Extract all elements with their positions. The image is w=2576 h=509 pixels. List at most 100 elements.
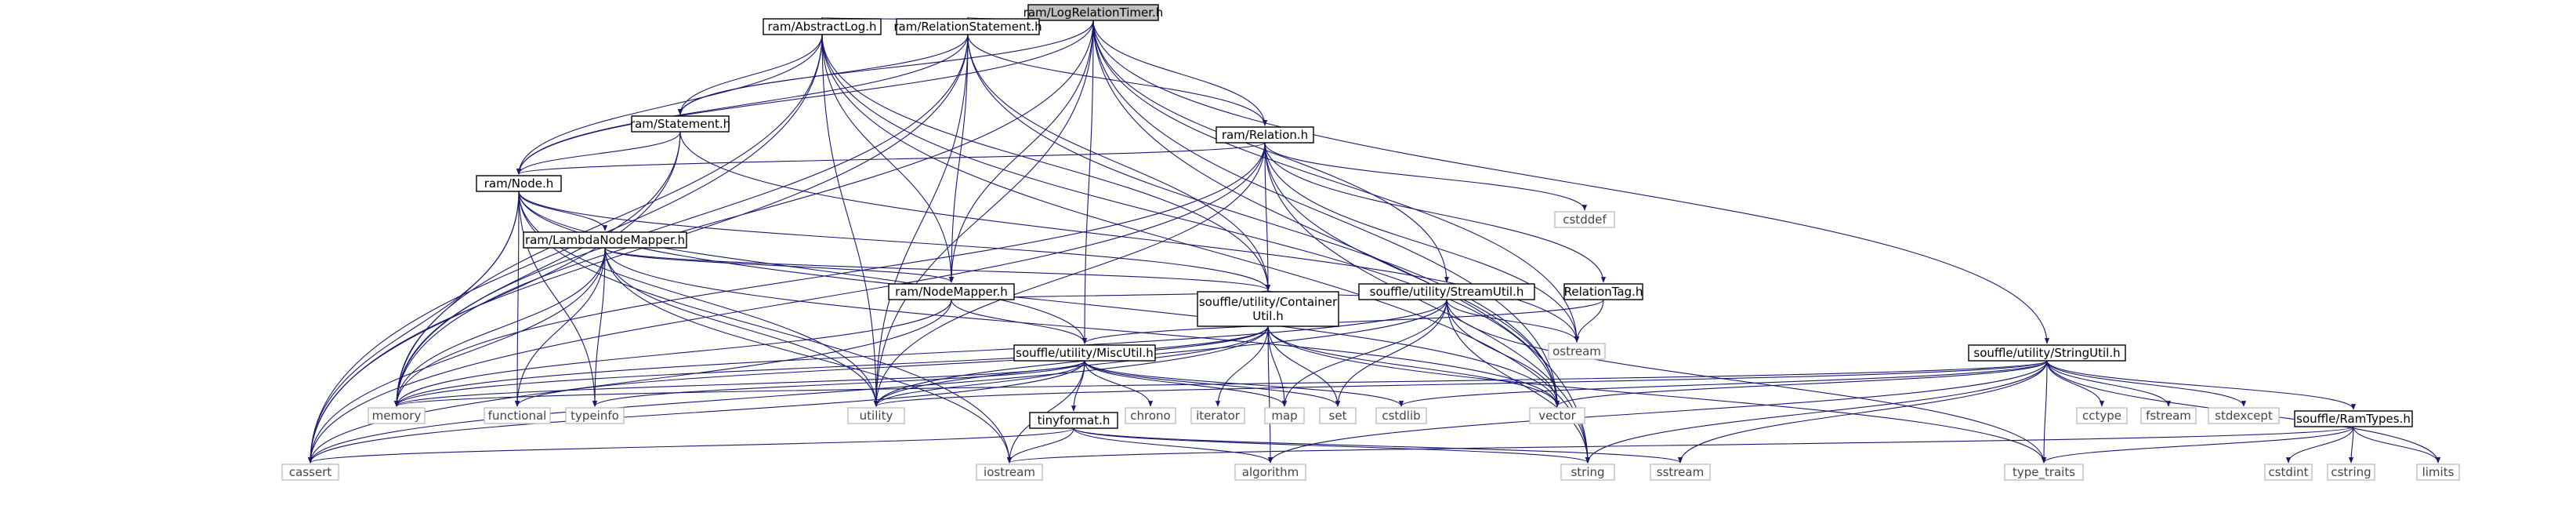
- node-ramtypes[interactable]: souffle/RamTypes.h: [2294, 410, 2413, 427]
- node-label: vector: [1538, 409, 1576, 423]
- include-edge: [1215, 325, 1269, 407]
- include-edge: [592, 360, 1085, 407]
- node-label: Util.h: [1252, 309, 1283, 323]
- include-edge: [677, 34, 823, 115]
- node-label: cctype: [2082, 409, 2121, 423]
- node-cstddef: cstddef: [1554, 211, 1615, 228]
- include-edge: [1006, 427, 1074, 464]
- include-edge: [951, 299, 1088, 344]
- node-box: [763, 18, 882, 35]
- include-edge: [1677, 360, 2048, 464]
- node-chrono: chrono: [1125, 407, 1176, 424]
- include-edge: [873, 34, 969, 407]
- include-edge: [2042, 426, 2354, 464]
- node-box: [1125, 407, 1176, 424]
- include-edge: [874, 360, 2048, 407]
- include-edge: [307, 34, 823, 464]
- include-edge: [821, 34, 1560, 407]
- node-label: souffle/RamTypes.h: [2296, 412, 2411, 426]
- node-box: [1554, 211, 1615, 228]
- include-edge: [518, 191, 598, 407]
- include-edge: [967, 34, 1268, 126]
- node-label: souffle/utility/MiscUtil.h: [1016, 346, 1154, 360]
- include-edge: [1084, 360, 1288, 407]
- include-edge: [1267, 325, 2046, 464]
- include-edge: [604, 247, 1560, 407]
- include-edge: [308, 325, 1269, 464]
- include-edge: [967, 34, 1560, 407]
- include-edge: [308, 427, 1074, 464]
- node-label: ram/LambdaNodeMapper.h: [525, 233, 685, 247]
- include-edge: [1264, 142, 1580, 343]
- include-edge: [604, 247, 954, 283]
- include-edge: [518, 191, 608, 231]
- node-ostream: ostream: [1548, 343, 1606, 360]
- node-box: [631, 115, 730, 133]
- include-edge: [1446, 299, 1580, 343]
- node-label: ram/Node.h: [484, 176, 553, 191]
- node-label: cstring: [2331, 465, 2371, 479]
- include-edge: [1267, 325, 1288, 407]
- node-box: [1027, 4, 1159, 21]
- include-edge: [1073, 427, 1590, 464]
- node-label: typeinfo: [571, 409, 619, 423]
- include-edge: [592, 247, 606, 407]
- include-edge: [873, 360, 1085, 407]
- node-box: [476, 175, 562, 192]
- node-box: [1234, 464, 1306, 481]
- include-edge: [393, 191, 520, 407]
- node-lambda[interactable]: ram/LambdaNodeMapper.h: [523, 231, 687, 249]
- node-label: stdexcept: [2215, 409, 2273, 423]
- include-edge: [948, 20, 1094, 283]
- node-node[interactable]: ram/Node.h: [476, 175, 562, 192]
- node-box: [1650, 464, 1711, 481]
- node-utility: utility: [847, 407, 905, 424]
- node-stringutil[interactable]: souffle/utility/StringUtil.h: [1968, 344, 2126, 362]
- node-reltag[interactable]: RelationTag.h: [1563, 283, 1643, 300]
- include-edge: [394, 360, 2048, 407]
- node-label: RelationTag.h: [1564, 285, 1643, 299]
- node-statement[interactable]: ram/Statement.h: [630, 115, 730, 133]
- node-streamutil[interactable]: souffle/utility/StreamUtil.h: [1358, 283, 1535, 300]
- node-label: ram/Statement.h: [630, 117, 730, 131]
- node-label: ram/NodeMapper.h: [895, 285, 1008, 299]
- node-fstream: fstream: [2140, 407, 2197, 424]
- node-iostream: iostream: [976, 464, 1043, 481]
- node-label: cstddef: [1563, 213, 1607, 227]
- include-edge: [2046, 360, 2356, 410]
- include-edge: [604, 247, 1270, 291]
- node-label: tinyformat.h: [1038, 413, 1110, 427]
- node-cstring: cstring: [2327, 464, 2375, 481]
- include-edge: [1092, 20, 1560, 407]
- node-relation[interactable]: ram/Relation.h: [1216, 126, 1314, 144]
- include-edge: [514, 191, 520, 407]
- node-box: [1319, 407, 1357, 424]
- node-label: cstdlib: [1382, 409, 1420, 423]
- node-box: [2076, 407, 2128, 424]
- node-set: set: [1319, 407, 1357, 424]
- node-nodemapper[interactable]: ram/NodeMapper.h: [888, 283, 1015, 300]
- node-label: sstream: [1657, 465, 1704, 479]
- include-edge: [307, 131, 681, 464]
- node-stdexcept: stdexcept: [2208, 407, 2280, 424]
- include-edge: [1264, 142, 1588, 211]
- node-cstdlib: cstdlib: [1375, 407, 1427, 424]
- node-label: souffle/utility/StringUtil.h: [1973, 346, 2120, 360]
- node-typetraits: type_traits: [2004, 464, 2084, 481]
- include-edge: [307, 299, 952, 464]
- node-box: [2004, 464, 2084, 481]
- include-edge: [1073, 427, 1683, 464]
- include-edge: [1268, 360, 2048, 464]
- node-typeinfo: typeinfo: [565, 407, 625, 424]
- node-box: [1197, 291, 1339, 327]
- node-tinyformat[interactable]: tinyformat.h: [1029, 412, 1118, 429]
- include-edge: [516, 131, 681, 175]
- node-label: iostream: [984, 465, 1035, 479]
- node-miscutil[interactable]: souffle/utility/MiscUtil.h: [1013, 344, 1156, 362]
- node-box: [2416, 464, 2460, 481]
- node-abstractlog[interactable]: ram/AbstractLog.h: [763, 18, 882, 35]
- node-relstmt[interactable]: ram/RelationStatement.h: [893, 18, 1042, 35]
- node-vector: vector: [1529, 407, 1585, 424]
